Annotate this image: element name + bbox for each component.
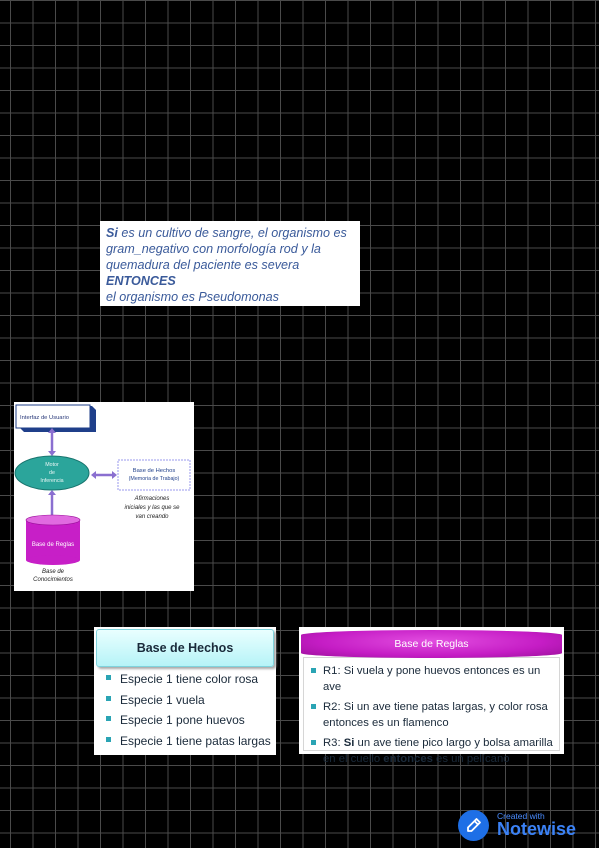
notewise-logo: [458, 810, 489, 841]
rule-line-5: el organismo es Pseudomonas: [106, 290, 279, 304]
rule-line-2: gram_negativo con morfología rod y la: [106, 242, 321, 256]
notewise-badge[interactable]: Created with Notewise: [458, 808, 594, 844]
hechos-box: [117, 459, 191, 491]
hechos-card: Base de Hechos Especie 1 tiene color ros…: [94, 627, 276, 755]
architecture-diagram-svg: Interfaz de Usuario Motor de Inferencia …: [14, 404, 191, 583]
motor-line-2: de: [49, 470, 55, 476]
affirm-line-1: Afirmaciones: [134, 496, 170, 502]
rule-si: Si: [106, 226, 118, 240]
rule-card: Si es un cultivo de sangre, el organismo…: [100, 221, 360, 306]
conocimientos-line-1: Base de: [42, 569, 65, 575]
arrowhead-left: [91, 471, 96, 479]
arrowhead-right: [112, 471, 117, 479]
hechos-box-line-1: Base de Hechos: [133, 468, 176, 474]
arrowhead-up: [48, 428, 56, 433]
regla-r3-entonces: entonces: [383, 753, 433, 765]
reglas-title: Base de Reglas: [301, 630, 562, 658]
motor-line-1: Motor: [45, 462, 59, 468]
hechos-list: Especie 1 tiene color rosa Especie 1 vue…: [104, 671, 274, 753]
conocimientos-line-2: Conocimientos: [33, 577, 73, 583]
reglas-cylinder-body: [26, 520, 80, 560]
created-with-label: Created with: [497, 811, 545, 821]
regla-r3-l2-pre: en el cuello: [323, 753, 384, 765]
regla-r3-mid: un ave tiene pico largo y bolsa amarilla: [354, 737, 553, 749]
rule-entonces: ENTONCES: [106, 273, 354, 289]
regla-r3-si: Si: [343, 737, 355, 749]
regla-r1: R1: Si vuela y pone huevos entonces es u…: [311, 663, 559, 695]
architecture-diagram: Interfaz de Usuario Motor de Inferencia …: [14, 402, 194, 591]
reglas-list: R1: Si vuela y pone huevos entonces es u…: [311, 663, 559, 771]
regla-r3-prefix: R3:: [323, 737, 344, 749]
hechos-title: Base de Hechos: [96, 629, 274, 667]
reglas-card: Base de Reglas R1: Si vuela y pone huevo…: [299, 627, 564, 765]
motor-line-3: Inferencia: [40, 478, 63, 484]
regla-r2-line-1: R2: Si un ave tiene patas largas, y colo…: [323, 701, 548, 713]
notewise-label: Notewise: [497, 819, 577, 839]
interface-label: Interfaz de Usuario: [20, 415, 69, 421]
arrowhead-down: [48, 451, 56, 456]
rule-line-3: quemadura del paciente es severa: [106, 258, 300, 272]
affirm-line-3: van creando: [135, 514, 169, 520]
reglas-cylinder-top: [25, 514, 81, 526]
rule-entonces-label: ENTONCES: [106, 274, 176, 288]
regla-r2-line-2: entonces es un flamenco: [323, 717, 449, 729]
hechos-item: Especie 1 vuela: [104, 692, 274, 713]
rule-line-1: Si es un cultivo de sangre, el organismo…: [106, 225, 354, 241]
regla-r3-l2-post: es un pelícano: [432, 753, 510, 765]
hechos-box-line-2: (Memoria de Trabajo): [129, 476, 180, 482]
reglas-cylinder-bottom: [26, 555, 80, 565]
regla-r3: R3: Si un ave tiene pico largo y bolsa a…: [311, 735, 559, 767]
regla-r2: R2: Si un ave tiene patas largas, y colo…: [311, 699, 559, 731]
arrowhead-up-2: [48, 490, 56, 495]
pencil-icon: [467, 818, 481, 832]
affirm-line-2: iniciales y las que se: [124, 505, 180, 511]
reglas-label: Base de Reglas: [32, 542, 74, 548]
rule-line-1-rest: es un cultivo de sangre, el organismo es: [117, 226, 347, 240]
hechos-item: Especie 1 pone huevos: [104, 712, 274, 733]
hechos-item: Especie 1 tiene patas largas: [104, 733, 274, 754]
interface-box: [15, 404, 91, 429]
hechos-item: Especie 1 tiene color rosa: [104, 671, 274, 692]
